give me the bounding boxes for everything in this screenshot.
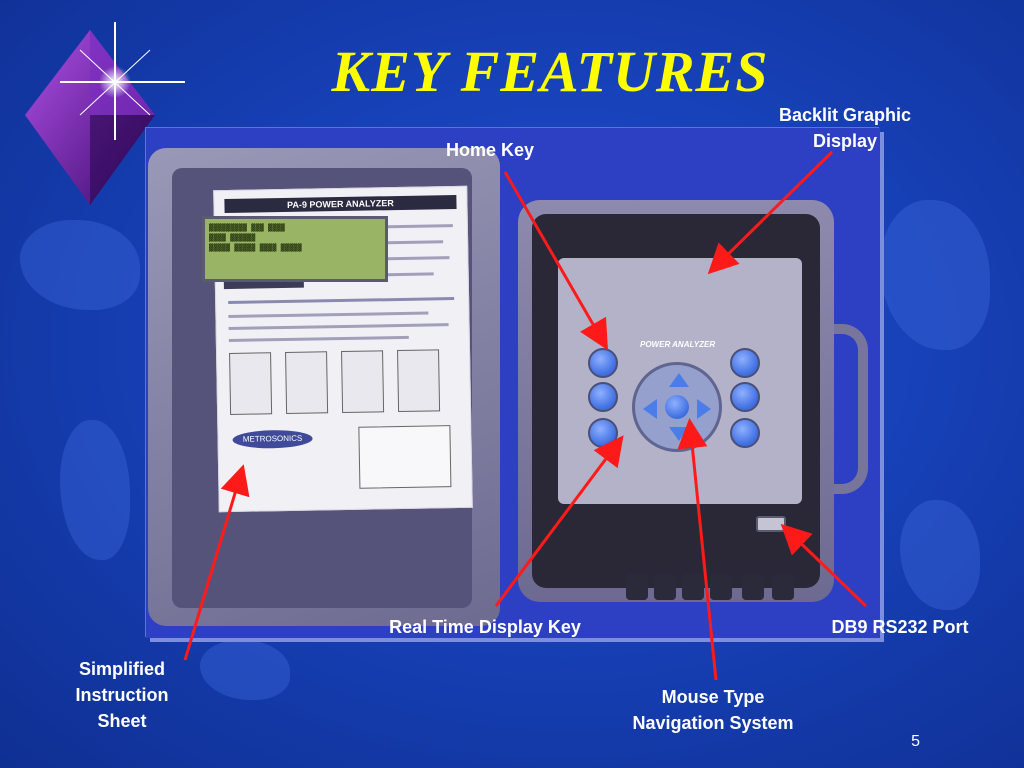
- connector: [654, 574, 676, 600]
- sheet-title: PA-9 POWER ANALYZER: [224, 194, 457, 214]
- map-shape: [900, 500, 980, 610]
- sheet-text-line: [228, 311, 429, 318]
- wiring-diagram: [229, 352, 273, 415]
- case-handle: [832, 324, 868, 494]
- right-key-button[interactable]: [730, 418, 760, 448]
- home-key-label: Home Key: [445, 140, 535, 160]
- connector: [682, 574, 704, 600]
- map-shape: [880, 200, 990, 350]
- device-brand-label: POWER ANALYZER: [640, 340, 716, 349]
- navigation-pad[interactable]: [632, 362, 722, 452]
- instruction-sheet-label: Simplified Instruction Sheet: [75, 659, 169, 731]
- home-key-button[interactable]: [588, 348, 618, 378]
- connector: [742, 574, 764, 600]
- sheet-text-line: [228, 297, 455, 304]
- sheet-logo: METROSONICS: [232, 429, 313, 449]
- left-key-button[interactable]: [588, 382, 618, 412]
- wiring-diagram: [341, 350, 385, 414]
- connector: [626, 574, 648, 600]
- connector: [710, 574, 732, 600]
- backlit-display-label: Backlit Graphic Display: [778, 105, 912, 151]
- center-button[interactable]: [665, 395, 689, 419]
- right-key-button[interactable]: [730, 348, 760, 378]
- right-key-button[interactable]: [730, 382, 760, 412]
- db9-port-label: DB9 RS232 Port: [831, 617, 969, 637]
- connector: [772, 574, 794, 600]
- map-shape: [20, 220, 140, 310]
- left-arrow-icon[interactable]: [643, 399, 657, 419]
- real-time-key-label: Real Time Display Key: [389, 617, 581, 637]
- down-arrow-icon[interactable]: [669, 427, 689, 441]
- sheet-text-line: [228, 335, 409, 342]
- navigation-label: Mouse Type Navigation System: [632, 687, 794, 733]
- up-arrow-icon[interactable]: [669, 373, 689, 387]
- wiring-diagram: [397, 349, 441, 413]
- slide-title: KEY FEATURES: [331, 39, 769, 104]
- map-shape: [60, 420, 130, 560]
- real-time-key-button[interactable]: [588, 418, 618, 448]
- wiring-diagram: [285, 351, 329, 415]
- db9-port: [756, 516, 786, 532]
- right-arrow-icon[interactable]: [697, 399, 711, 419]
- product-photo: PA-9 POWER ANALYZER METROSONICS ▓▓▓▓▓▓▓▓…: [146, 128, 880, 638]
- star-diamond-icon: [25, 22, 185, 205]
- sheet-text-line: [228, 323, 449, 330]
- sheet-box: [358, 425, 452, 489]
- slide-number: 5: [911, 733, 920, 750]
- map-shape: [200, 640, 290, 700]
- backlit-lcd-display: ▓▓▓▓▓▓▓▓▓ ▓▓▓ ▓▓▓▓▓▓▓▓ ▓▓▓▓▓▓▓▓▓▓▓ ▓▓▓▓▓…: [202, 216, 388, 282]
